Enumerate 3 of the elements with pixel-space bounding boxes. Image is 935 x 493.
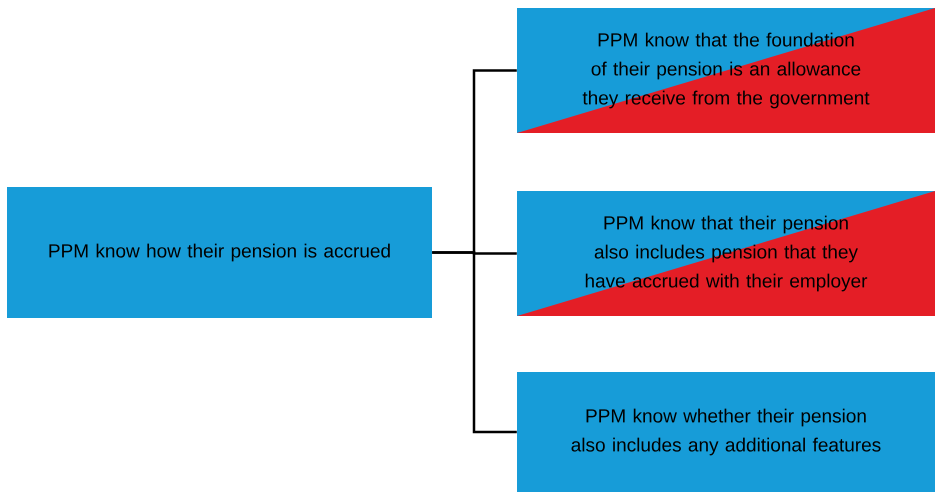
statement-box: PPM know how their pension is accrued [7, 187, 432, 318]
statement-box: PPM know whether their pension also includes any additional features [517, 372, 935, 492]
connector-line [432, 251, 517, 434]
